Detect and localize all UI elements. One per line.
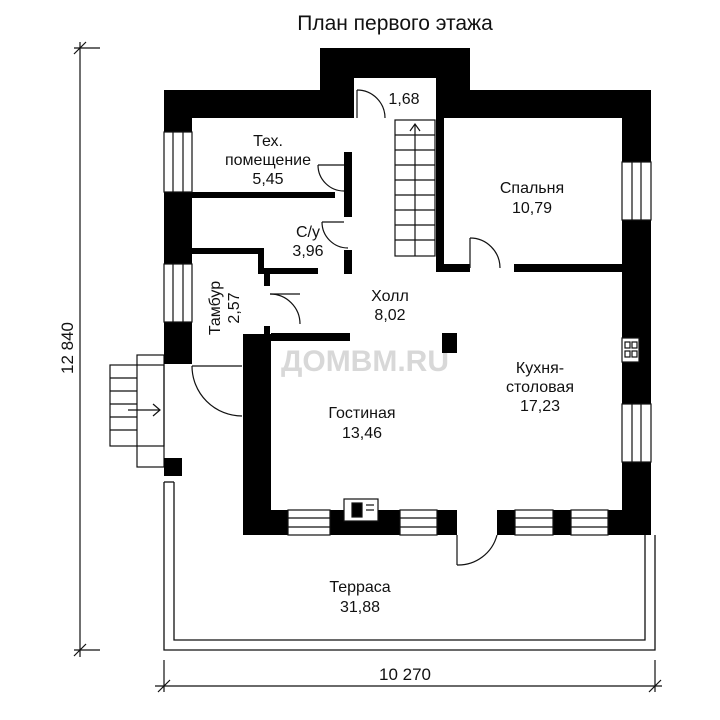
svg-text:2,57: 2,57 — [226, 292, 243, 323]
entrance-steps — [109, 354, 165, 468]
svg-text:столовая: столовая — [506, 379, 574, 396]
room-bedroom: Спальня 10,79 — [500, 180, 564, 217]
room-terrace: Терраса 31,88 — [329, 579, 390, 616]
svg-text:13,46: 13,46 — [342, 425, 382, 442]
svg-text:1,68: 1,68 — [388, 91, 419, 108]
svg-text:3,96: 3,96 — [292, 243, 323, 260]
svg-text:помещение: помещение — [225, 152, 311, 169]
room-kitchen: Кухня- столовая 17,23 — [506, 360, 574, 415]
svg-text:Тех.: Тех. — [253, 133, 283, 150]
watermark: ДОМВМ.RU — [281, 345, 449, 378]
fireplace — [343, 498, 379, 522]
room-tech: Тех. помещение 5,45 — [225, 133, 311, 188]
svg-text:С/у: С/у — [296, 224, 320, 241]
terrace-outline — [163, 481, 656, 651]
svg-text:Спальня: Спальня — [500, 180, 564, 197]
svg-text:10,79: 10,79 — [512, 200, 552, 217]
room-wc: С/у 3,96 — [292, 224, 323, 260]
dimension-width-label: 10 270 — [379, 665, 431, 684]
svg-text:Холл: Холл — [371, 288, 409, 305]
svg-text:Терраса: Терраса — [329, 579, 390, 596]
svg-text:8,02: 8,02 — [374, 307, 405, 324]
windows — [163, 131, 652, 536]
doors — [191, 89, 501, 566]
dimension-height-label: 12 840 — [58, 322, 77, 374]
room-vestibule: Тамбур 2,57 — [207, 281, 243, 335]
svg-text:Кухня-: Кухня- — [516, 360, 564, 377]
room-living: Гостиная 13,46 — [328, 405, 395, 442]
svg-text:5,45: 5,45 — [252, 171, 283, 188]
room-hall: Холл 8,02 — [371, 288, 409, 324]
svg-text:31,88: 31,88 — [340, 599, 380, 616]
room-stair: 1,68 — [388, 91, 419, 108]
walls — [164, 48, 651, 535]
stove — [621, 337, 640, 363]
svg-text:Гостиная: Гостиная — [328, 405, 395, 422]
plan-title: План первого этажа — [297, 12, 493, 35]
dimension-width — [155, 660, 662, 693]
svg-text:17,23: 17,23 — [520, 398, 560, 415]
staircase — [394, 119, 436, 257]
svg-text:Тамбур: Тамбур — [207, 281, 224, 335]
room-labels: Тех. помещение 5,45 1,68 Спальня 10,79 С… — [207, 91, 574, 616]
dimension-height — [73, 41, 100, 657]
